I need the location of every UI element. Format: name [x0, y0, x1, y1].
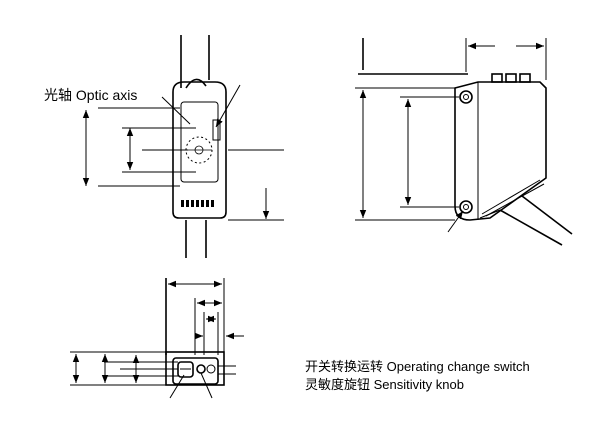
optic-axis-label: 光轴 Optic axis: [44, 87, 137, 103]
side-cable-inner: [521, 195, 573, 235]
front-indicator: [212, 119, 221, 141]
front-housing: [172, 81, 227, 219]
optic-axis-leader: [161, 96, 191, 125]
sensitivity-knob: [196, 364, 206, 374]
bottom-panel: [172, 357, 219, 385]
front-window: [180, 101, 219, 183]
side-screw-leader: [447, 210, 464, 233]
sensitivity-knob-label: 灵敏度旋钮 Sensitivity knob: [305, 377, 464, 392]
front-vent-marks: [181, 200, 214, 207]
knob-leader: [200, 372, 213, 399]
side-housing: [454, 81, 547, 221]
side-top-connector: [491, 73, 531, 83]
front-axis-arrow: [215, 84, 241, 128]
front-view: 光轴 Optic axis: [44, 35, 284, 258]
side-screw-bottom: [459, 200, 473, 214]
bottom-indicator: [206, 364, 216, 374]
side-view: [355, 38, 573, 246]
side-cable-outer: [499, 209, 563, 246]
operating-switch-label: 开关转换运转 Operating change switch: [305, 359, 530, 374]
side-screw-top: [459, 90, 473, 104]
front-top-bump: [185, 78, 207, 89]
bottom-view: [70, 278, 244, 399]
switch-leader: [169, 374, 185, 399]
